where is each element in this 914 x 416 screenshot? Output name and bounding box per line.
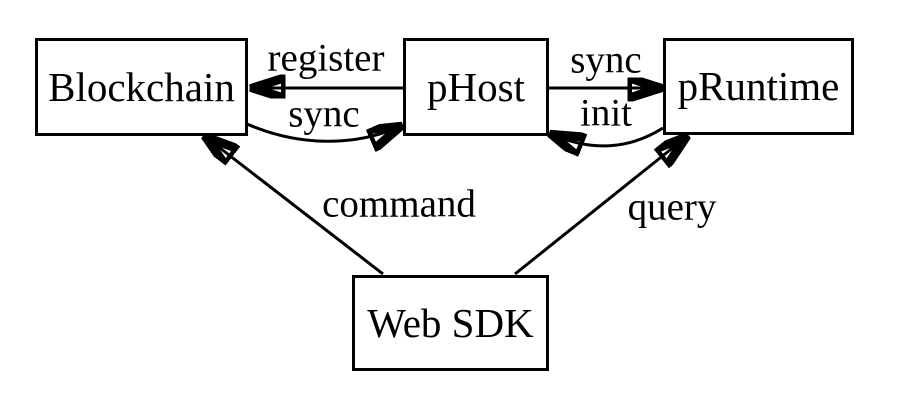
edge-label-sync-blockchain-to-phost: sync [288,92,360,136]
edge-init-arrow [553,126,664,146]
edge-label-command: command [322,182,476,226]
edge-label-query: query [627,185,717,229]
edge-label-register: register [267,36,385,80]
edge-label-init: init [579,91,633,135]
node-websdk-label: Web SDK [367,299,534,346]
node-websdk: Web SDK [352,275,549,371]
node-blockchain: Blockchain [35,38,248,136]
node-pruntime-label: pRuntime [677,63,840,109]
node-blockchain-label: Blockchain [48,63,235,110]
edge-sync-left-arrow [246,124,399,141]
edge-label-sync-phost-to-pruntime: sync [570,38,642,82]
edge-query-arrow [514,138,685,276]
node-phost: pHost [403,38,549,136]
edge-command-arrow [207,138,384,276]
node-phost-label: pHost [427,63,525,110]
node-pruntime: pRuntime [663,38,854,135]
